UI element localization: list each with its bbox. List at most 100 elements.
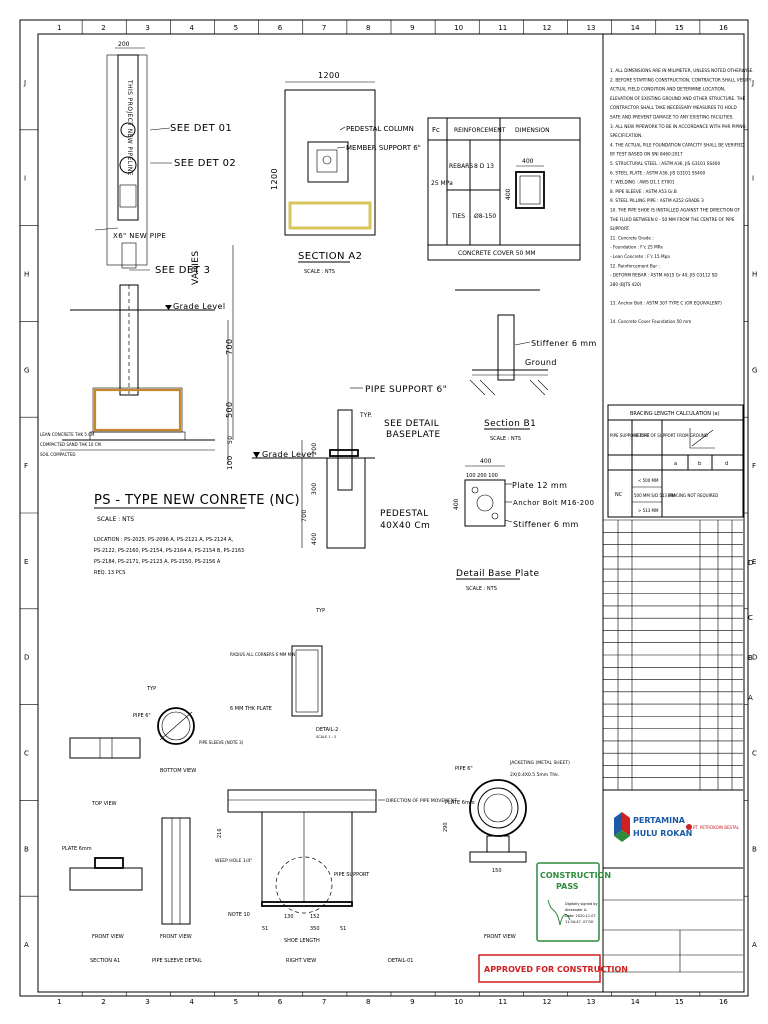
bp-title: Detail Base Plate [456,569,540,579]
ped-dim-400: 400 [311,532,318,545]
stamp-cp-1: CONSTRUCTION [540,871,611,880]
note-line: CONTRACTOR SHALL TAKE NECESSARY MEASURES… [610,105,737,110]
construction-pass-stamp: CONSTRUCTION PASS Digitally signed by Al… [536,862,611,942]
row-label-left: G [24,366,29,374]
ped-grade-level: Grade Level [262,450,314,459]
a2-scale: SCALE : NTS [304,269,335,275]
row-label-right: C [752,750,757,758]
revision-letter: D [748,559,753,567]
logo-pertamina: PERTAMINA [633,816,686,825]
reinforcement-table: Fc REINFORCEMENT DIMENSION 25 MPa REBARS… [427,117,581,291]
see-det-02-label: SEE DET 02 [174,158,236,169]
row-label-left: J [23,79,26,87]
bracing-r3: > 513 MM [638,508,659,513]
bottom-view: PIPE 6" PIPE SLEEVE (NOTE 3) BOTTOM VIEW… [133,686,244,774]
ped-baseplate: BASEPLATE [386,430,441,440]
det-jacket-2: 2X(0.4X0.5 5mm Thk. [510,772,559,778]
note-line: 9. STEEL PILLING PIPE : ASTM A252 GRADE … [610,198,704,203]
detail-2: RADIUS ALL CORNERS 6 MM MIN 6 MM THK PLA… [230,608,338,739]
note-line: - DEFORM REBAR : ASTM A615 Gr 40, JIS G3… [610,273,718,278]
stamp-cp-2: PASS [556,882,579,891]
row-label-right: J [751,79,754,87]
col-label-top: 2 [101,24,105,32]
note-line: SAFE AND PREVENT DAMAGE TO ANY EXISTING … [610,115,734,120]
revision-letter: C [748,614,753,622]
reinf-h-reinforcement: REINFORCEMENT [454,127,506,134]
bp-anchor: Anchor Bolt M16-200 [513,499,594,507]
ps-location-2: PS-2122, PS-2160, PS-2154, PS-2164 A, PS… [94,548,244,554]
col-label-top: 6 [278,24,283,32]
stamp-sig-2: Alexander A. [565,908,587,912]
col-label-bottom: 15 [675,998,684,1006]
col-label-top: 16 [719,24,728,32]
note-line: 7. WELDING : AWS D1.1 E7001 [610,180,675,185]
dim-200-top: 200 [118,41,130,48]
col-label-top: 9 [410,24,414,32]
col-label-bottom: 2 [101,998,105,1006]
col-label-top: 10 [454,24,463,32]
det-jacket: JACKETING (METAL SHEET) [509,760,570,766]
right-view: DIRECTION OF PIPE MOVEMENT WEEP HOLE 1/4… [215,789,457,964]
revision-letter: A [748,694,753,702]
col-label-top: 14 [631,24,640,32]
note-line: BY TEST BASED ON SNI 8460:2017 [610,152,683,157]
logo-hulu: HULU ROKAN [633,829,692,838]
revision-grid: D C B A [603,519,753,791]
col-label-top: 5 [234,24,238,32]
col-label-top: 13 [587,24,596,32]
det-right: RIGHT VIEW [286,958,316,964]
col-label-bottom: 14 [631,998,640,1006]
ped-typ: TYP. [359,412,372,419]
note-line: - Foundation : F'c 25 MPa [610,245,663,250]
bracing-result: BRACING NOT REQUIRED [668,493,718,498]
reinf-h-fc: Fc [432,126,440,134]
bracing-r2: 500 MM S/D 513 MM [634,493,676,498]
approved-stamp: APPROVED FOR CONSTRUCTION [478,954,628,983]
note-line: 5. STRUCTURAL STEEL : ASTM A36, JIS G310… [610,161,720,166]
det-d51: 51 [262,926,268,932]
company-logo-block: PERTAMINA HULU ROKAN PT. PETROKOIN BESTA… [603,789,743,973]
det-d130: 130 [284,914,294,920]
det-detail1: DETAIL-01 [388,958,413,964]
det-d51b: 51 [340,926,346,932]
row-label-left: C [24,750,29,758]
note-line: 10. THE PIPE SHOE IS INSTALLED AGAINST T… [610,208,741,213]
b1-stiffener: Stiffener 6 mm [531,339,597,348]
note-line: THE FLUID BETWEEN 0 - 50 MM FROM THE CEN… [609,217,735,222]
det-sec1: SECTION A1 [90,958,120,964]
pedestal-section: PIPE SUPPORT 6" TYP. SEE DETAIL BASEPLAT… [252,385,447,549]
col-label-bottom: 11 [498,998,507,1006]
jacket-front-view: JACKETING (METAL SHEET) 2X(0.4X0.5 5mm T… [443,760,570,940]
row-label-left: E [24,558,28,566]
det-sc12: SCALE 1 : 2 [316,735,336,739]
reinf-rebars-val: 8 D 13 [474,163,494,170]
reinf-rebars: REBARS [449,163,473,170]
note-line: ELEVATION OF EXISTING GROUND AND OTHER S… [610,96,746,101]
bp-scale: SCALE : NTS [466,586,497,592]
dim-500: 500 [225,402,234,418]
row-label-left: I [24,175,26,183]
reinf-fc: 25 MPa [431,180,453,187]
note-line: - Lean Concrete : F'c 15 Mpa [610,254,670,259]
col-label-bottom: 13 [587,998,596,1006]
det-sleeve: PIPE SLEEVE (NOTE 3) [199,740,244,745]
bp-stiffener: Stiffener 6 mm [513,520,579,529]
col-label-top: 4 [189,24,194,32]
det-d216: 216 [217,828,223,838]
ped-pipe-support: PIPE SUPPORT 6" [365,385,447,395]
det-bottom: BOTTOM VIEW [160,768,196,774]
partner-logo-icon [686,824,692,830]
det-front-3: FRONT VIEW [484,934,516,940]
det-pipe: PIPE 6" [133,713,151,719]
col-label-bottom: 4 [189,998,194,1006]
dim-50: 50 [227,436,234,444]
revision-letter: B [748,654,753,662]
ped-dim-200: 200 [311,442,318,455]
dim-700: 700 [225,339,234,355]
det-top: TOP VIEW [91,801,117,807]
det-front-2: FRONT VIEW [160,934,192,940]
col-label-top: 15 [675,24,684,32]
logo-partner: PT. PETROKOIN BESTAL [693,825,740,830]
ps-title: PS - TYPE NEW CONRETE (NC) [94,493,300,508]
col-label-top: 12 [542,24,551,32]
